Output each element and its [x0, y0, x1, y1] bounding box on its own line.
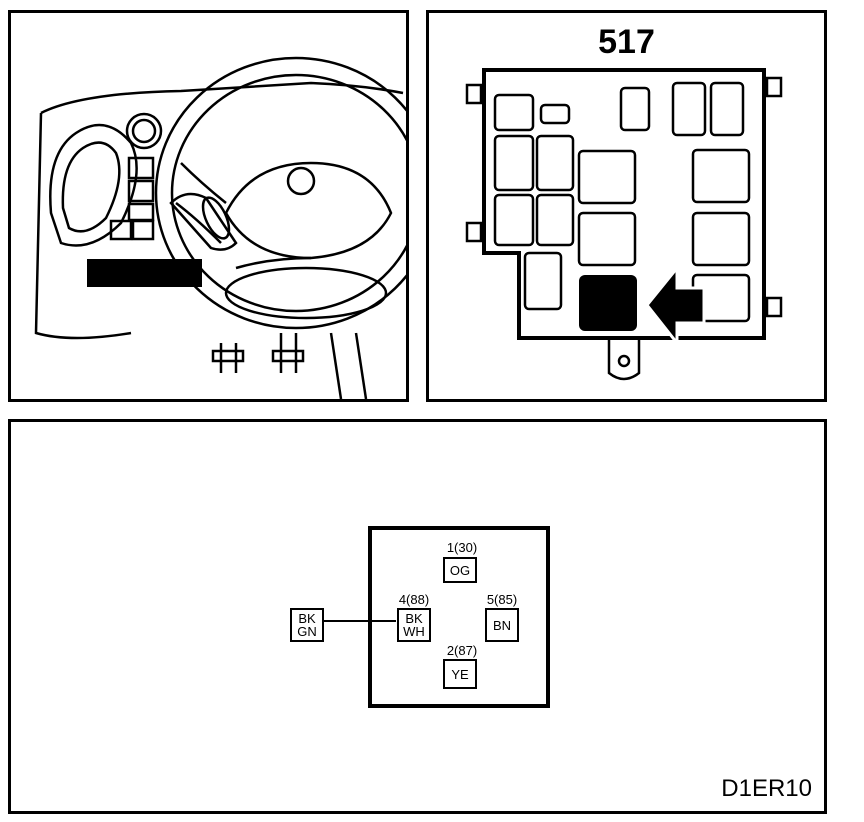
connector-body	[368, 526, 550, 708]
dashboard-illustration	[34, 56, 406, 399]
pin-1-terminal: OG	[443, 557, 477, 583]
pin-4-color-line-2: WH	[403, 624, 425, 639]
pin-4-color-line-1: BK	[405, 611, 423, 626]
highlighted-relay	[579, 275, 637, 331]
pin-4-label: 4(88)	[398, 592, 430, 607]
fuse-box-title: 517	[598, 23, 655, 61]
external-wire-line-2: GN	[297, 624, 317, 639]
figure-code: D1ER10	[721, 775, 812, 802]
pin-4-terminal: BK WH	[397, 608, 431, 642]
dashboard-location-panel	[8, 10, 409, 402]
arrow-icon	[645, 263, 706, 348]
pin-5-label: 5(85)	[486, 592, 518, 607]
fuse-box-illustration	[465, 68, 783, 381]
external-wire-line-1: BK	[298, 611, 316, 626]
location-marker	[87, 259, 202, 287]
pin-2-terminal: YE	[443, 659, 477, 689]
pin-5-color: BN	[492, 617, 512, 633]
pin-1-label: 1(30)	[446, 540, 478, 555]
pin-2-label: 2(87)	[446, 643, 478, 658]
connector-pinout-panel: 1(30) OG 4(88) BK WH 5(85) BN 2(87) YE B…	[8, 419, 827, 814]
connector-outline	[323, 526, 550, 708]
pin-2-color: YE	[451, 666, 469, 682]
external-wire-label: BK GN	[290, 608, 324, 642]
pin-5-terminal: BN	[485, 608, 519, 642]
fuse-box-panel: 517	[426, 10, 827, 402]
pin-1-color: OG	[449, 562, 471, 578]
